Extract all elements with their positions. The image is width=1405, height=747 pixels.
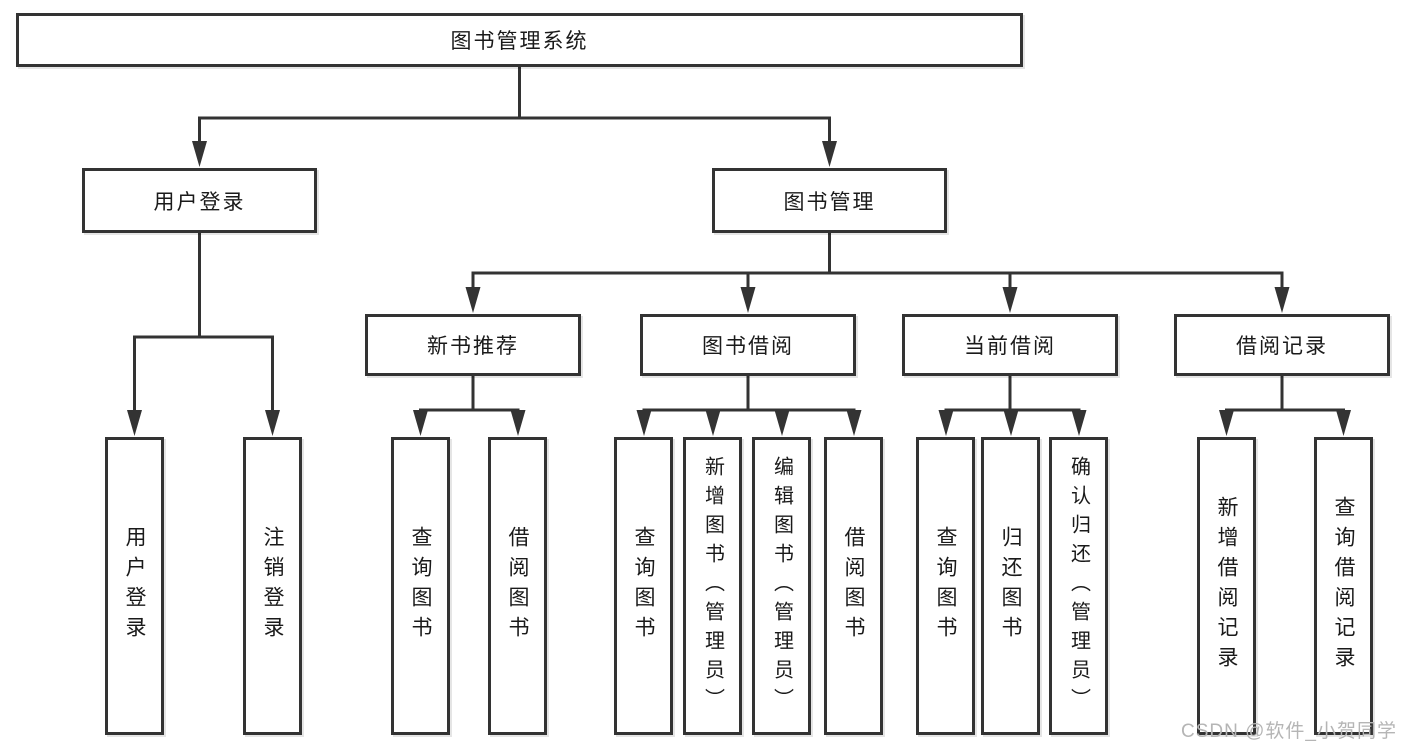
leaf-user-login-label: 用户登录: [123, 526, 146, 646]
node-user-login-label: 用户登录: [153, 190, 246, 214]
connector-current-to-leaves: [944, 376, 1081, 416]
leaf-query-borrow-record: 查询借阅记录: [1314, 437, 1373, 735]
leaf-query-borrow-record-label: 查询借阅记录: [1332, 496, 1355, 676]
root-node-label: 图书管理系统: [450, 30, 589, 53]
connector-bookmgmt-to-level3: [471, 233, 1284, 292]
csdn-watermark: CSDN @软件_小贺同学: [1181, 721, 1397, 742]
leaf-query-books-current: 查询图书: [916, 437, 975, 735]
node-new-book-recommend: 新书推荐: [365, 314, 581, 376]
node-borrowing-records: 借阅记录: [1174, 314, 1390, 376]
leaf-query-books-borrowing-label: 查询图书: [632, 526, 655, 646]
node-book-management: 图书管理: [712, 168, 947, 233]
node-current-borrowing: 当前借阅: [902, 314, 1118, 376]
node-borrowing-records-label: 借阅记录: [1236, 335, 1328, 358]
leaf-confirm-return-admin: 确认归还（管理员）: [1049, 437, 1108, 735]
leaf-borrow-books-recommend-label: 借阅图书: [506, 526, 529, 646]
connector-newbook-to-leaves: [419, 376, 520, 416]
node-new-book-recommend-label: 新书推荐: [427, 335, 519, 358]
leaf-borrow-books-borrowing-label: 借阅图书: [842, 526, 865, 646]
leaf-borrow-books-borrowing: 借阅图书: [824, 437, 883, 735]
leaf-query-books-recommend-label: 查询图书: [409, 526, 432, 646]
leaf-logout: 注销登录: [243, 437, 302, 735]
connector-borrowing-to-leaves: [642, 376, 856, 416]
leaf-add-book-admin: 新增图书（管理员）: [683, 437, 742, 735]
leaf-edit-book-admin-label: 编辑图书（管理员）: [770, 455, 793, 717]
connector-userlogin-to-leaves: [133, 233, 274, 416]
node-book-borrowing-label: 图书借阅: [702, 335, 794, 358]
node-book-borrowing: 图书借阅: [640, 314, 856, 376]
node-book-management-label: 图书管理: [783, 190, 876, 214]
leaf-query-books-recommend: 查询图书: [391, 437, 450, 735]
connector-records-to-leaves: [1225, 376, 1345, 416]
leaf-logout-label: 注销登录: [261, 526, 284, 646]
leaf-edit-book-admin: 编辑图书（管理员）: [752, 437, 811, 735]
leaf-confirm-return-admin-label: 确认归还（管理员）: [1067, 455, 1090, 717]
leaf-user-login: 用户登录: [105, 437, 164, 735]
root-node: 图书管理系统: [16, 13, 1023, 67]
leaf-add-borrow-record-label: 新增借阅记录: [1215, 496, 1238, 676]
leaf-add-book-admin-label: 新增图书（管理员）: [701, 455, 724, 717]
node-current-borrowing-label: 当前借阅: [964, 335, 1056, 358]
leaf-query-books-current-label: 查询图书: [934, 526, 957, 646]
leaf-add-borrow-record: 新增借阅记录: [1197, 437, 1256, 735]
leaf-borrow-books-recommend: 借阅图书: [488, 437, 547, 735]
connector-root-to-level2: [198, 65, 831, 146]
node-user-login: 用户登录: [82, 168, 317, 233]
leaf-return-books: 归还图书: [981, 437, 1040, 735]
leaf-return-books-label: 归还图书: [999, 526, 1022, 646]
leaf-query-books-borrowing: 查询图书: [614, 437, 673, 735]
